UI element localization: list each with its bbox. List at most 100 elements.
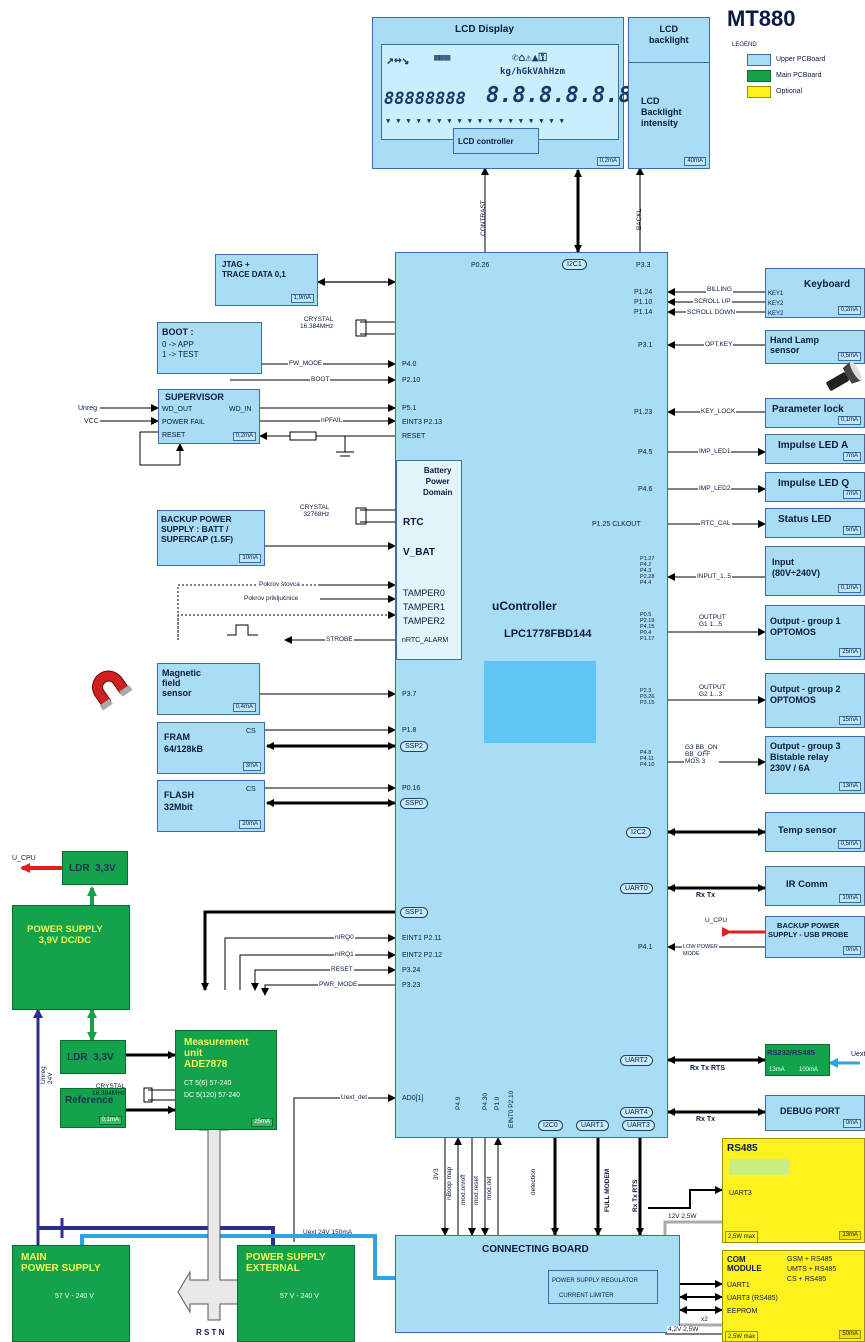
rs485-block: RS485 UART3 2,5W max 13mA [722, 1138, 865, 1243]
pin-eint2: EINT2 P2.12 [402, 952, 443, 959]
com-module-title: COM MODULE [727, 1255, 762, 1273]
output-group3-current: 13mA [839, 782, 861, 791]
signal-uext-24v: Uext 24V 150mA [303, 1229, 353, 1236]
parameter-lock-block: Parameter lock 0,1mA [765, 398, 865, 428]
legend-label-main: Main PCBoard [776, 72, 822, 79]
ldr-top-block: LDR 3,3V [62, 851, 128, 885]
regulator-label: POWER SUPPLY REGULATOR [552, 1278, 638, 1284]
signal-pokrov1: Pokrov štovca [258, 581, 301, 588]
parameter-lock-title: Parameter lock [772, 404, 844, 415]
ucontroller: uController LPC1778FBD144 Battery Power … [395, 252, 668, 1138]
pin-p3-24: P3.24 [402, 967, 421, 974]
bus-i2c1: I2C1 [562, 259, 587, 270]
debug-port-current: 0mA [842, 1119, 861, 1128]
rstn-label: R S T N [196, 1328, 225, 1337]
lcd-divider [629, 62, 709, 63]
keyboard-key1: KEY1 [768, 291, 784, 297]
power-supply-dcdc-block: POWER SUPPLY 3,9V DC/DC [12, 905, 130, 1010]
legend-heading: LEGEND [732, 42, 757, 48]
signal-rx-tx-rts-vert: Rx Tx RTS [632, 1179, 639, 1212]
temp-sensor-block: Temp sensor 0,5mA [765, 812, 865, 852]
signal-mod-det: mod.det [486, 1176, 493, 1201]
rs232-rs485-title: RS232/RS485 [767, 1048, 815, 1057]
hand-lamp-block: Hand Lamp sensor 0,5mA [765, 330, 865, 364]
bus-ssp2: SSP2 [400, 741, 428, 752]
lcd-bar-icons: ▦▦▦ [434, 53, 451, 63]
backup-usb-block: BACKUP POWER SUPPLY - USB PROBE 0mA [765, 916, 865, 958]
lcd-backlight-label: LCD backlight [649, 24, 689, 45]
signal-nboop: nBoop map [446, 1166, 453, 1200]
pin-eint0: EINT0 P2.10 [508, 1090, 515, 1128]
lcd-display-block: LCD Display ↗↔↘ ▦▦▦ ✆⌂⚠▲⚿ kg/hGkVAhHzm 8… [372, 17, 685, 169]
backup-usb-current: 0mA [842, 946, 861, 955]
pin-p3-3: P3.3 [636, 262, 651, 269]
ldr-top-title: LDR 3,3V [69, 863, 116, 874]
signal-input: INPUT_1..5 [696, 573, 732, 580]
bus-ssp0: SSP0 [400, 798, 428, 809]
pin-p0-16: P0.16 [402, 785, 421, 792]
pin-p0-26: P0.26 [471, 262, 490, 269]
rs485-placeholder [729, 1159, 789, 1175]
signal-x2: x2 [701, 1316, 708, 1323]
pins-input: P1.27 P4.2 P4.3 P2.28 P4.4 [640, 556, 655, 586]
rs232-cur2: 100mA [799, 1067, 819, 1073]
ldr-mid-title: LDR 3,3V [67, 1052, 114, 1063]
bus-uart0: UART0 [620, 883, 653, 894]
supervisor-vcc: VCC [84, 418, 99, 425]
magnet-icon [88, 668, 136, 716]
hand-lamp-current: 0,5mA [837, 352, 861, 361]
measurement-unit-title: Measurement unit ADE7878 [184, 1037, 249, 1070]
signal-detection: detection [530, 1168, 537, 1195]
jtag-title: JTAG + TRACE DATA 0,1 [222, 260, 286, 279]
bus-i2c0: I2C0 [538, 1120, 563, 1131]
pin-p3-7: P3.7 [402, 691, 417, 698]
battery-domain-label: Battery Power Domain [423, 466, 453, 497]
output-group1-block: Output - group 1 OPTOMOS 25mA [765, 605, 865, 660]
backup-power-title: BACKUP POWER SUPPLY : BATT / SUPERCAP (1… [161, 514, 234, 544]
signal-boot: BOOT [310, 376, 331, 383]
pin-p4-1: P4.1 [638, 944, 653, 951]
pin-p1-25-clkout: P1.25 CLKOUT [592, 521, 641, 528]
flash-block: FLASH 32Mbit CS 20mA [157, 780, 265, 832]
supervisor-wd-in: WD_IN [229, 406, 252, 413]
fram-title: FRAM 64/128kB [164, 732, 204, 754]
signal-uext-det: Uext_det [340, 1094, 369, 1101]
output-group1-title: Output - group 1 OPTOMOS [770, 616, 841, 637]
tamper1-label: TAMPER1 [403, 602, 445, 612]
supervisor-current: 0,2mA [232, 432, 256, 441]
keyboard-key2: KEY2 [768, 301, 784, 307]
impulse-led-q-current: 7mA [842, 490, 861, 499]
rs232-cur1: 13mA [769, 1067, 785, 1073]
temp-sensor-current: 0,5mA [837, 840, 861, 849]
output-group1-current: 25mA [839, 648, 861, 657]
magnetic-sensor-current: 0,4mA [232, 703, 256, 712]
com-eeprom: EEPROM [727, 1308, 758, 1315]
status-led-block: Status LED 5mA [765, 508, 865, 538]
pin-reset: RESET [402, 433, 426, 440]
com-module-block: COM MODULE GSM + RS485 UMTS + RS485 CS +… [722, 1250, 865, 1342]
supervisor-unreg: Unreg [78, 405, 98, 412]
impulse-led-q-title: Impulse LED Q [778, 478, 850, 489]
lcd-arrow-icons: ↗↔↘ [386, 53, 410, 68]
debug-port-block: DEBUG PORT 0mA [765, 1095, 865, 1131]
pin-p2-10: P2.10 [402, 377, 421, 384]
output-group3-block: Output - group 3 Bistable relay 230V / 6… [765, 736, 865, 794]
com-gsm: GSM + RS485 [787, 1256, 833, 1263]
flash-title: FLASH 32Mbit [164, 790, 194, 812]
supervisor-wd-out: WD_OUT [162, 406, 193, 413]
signal-pokrov2: Pokrov priključnice [243, 595, 300, 602]
com-uart1: UART1 [727, 1282, 750, 1289]
output-group2-current: 15mA [839, 716, 861, 725]
lcd-controller-label: LCD controller [458, 137, 514, 146]
mcu-name: uController [492, 599, 557, 613]
com-current: 50mA [839, 1330, 861, 1339]
measurement-unit-block: Measurement unit ADE7878 CT 5(6) 57-240 … [175, 1030, 277, 1130]
parameter-lock-current: 0,1mA [837, 416, 861, 425]
lcd-arrow-row: ▼▼▼▼▼▼▼▼▼▼▼▼▼▼▼▼▼▼ [386, 117, 570, 125]
signal-pwr-mode: PWR_MODE [318, 981, 359, 988]
unreg-24v-label: Unreg 24V [40, 1066, 54, 1084]
pin-p1-8: P1.8 [402, 727, 417, 734]
com-umts: UMTS + RS485 [787, 1266, 837, 1273]
power-supply-regulator: POWER SUPPLY REGULATOR CURRENT LIMITER [548, 1270, 658, 1304]
